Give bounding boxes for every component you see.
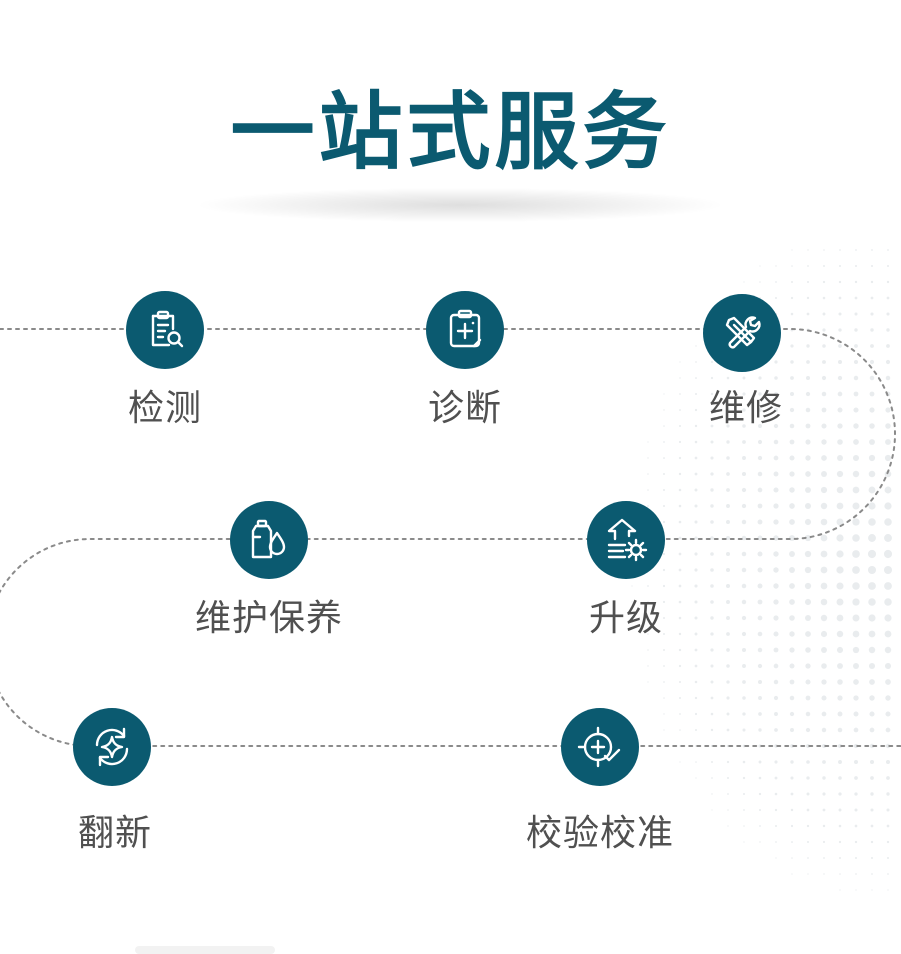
oil-bottle-drop-icon	[251, 519, 286, 559]
upgrade-gear-icon	[607, 518, 648, 562]
page-title: 一站式服务	[230, 83, 671, 181]
step-node-weihubaoyang[interactable]	[230, 501, 308, 579]
wrench-screwdriver-icon	[725, 316, 761, 349]
step-label-weihubaoyang: 维护保养	[194, 598, 343, 639]
step-node-shengji[interactable]	[587, 501, 665, 579]
clipboard-plus-icon	[449, 309, 482, 348]
clipboard-search-icon	[151, 310, 184, 348]
step-node-jiaoyanjiaozhun[interactable]	[561, 708, 639, 786]
step-label-jiance: 检测	[127, 388, 202, 429]
step-node-fanxin[interactable]	[73, 708, 151, 786]
step-node-weixiu[interactable]	[703, 294, 781, 372]
bottom-decoration	[135, 946, 275, 954]
target-check-icon	[577, 726, 621, 768]
step-label-zhenduan: 诊断	[427, 388, 502, 429]
process-path-line	[0, 328, 901, 747]
step-label-jiaoyanjiaozhun: 校验校准	[525, 813, 674, 854]
refresh-sparkle-icon	[95, 727, 129, 767]
step-node-zhenduan[interactable]	[426, 291, 504, 369]
step-label-fanxin: 翻新	[77, 813, 152, 854]
step-node-jiance[interactable]	[126, 291, 204, 369]
step-label-shengji: 升级	[588, 598, 663, 639]
step-label-weixiu: 维修	[708, 388, 783, 429]
title-shadow	[200, 188, 720, 222]
